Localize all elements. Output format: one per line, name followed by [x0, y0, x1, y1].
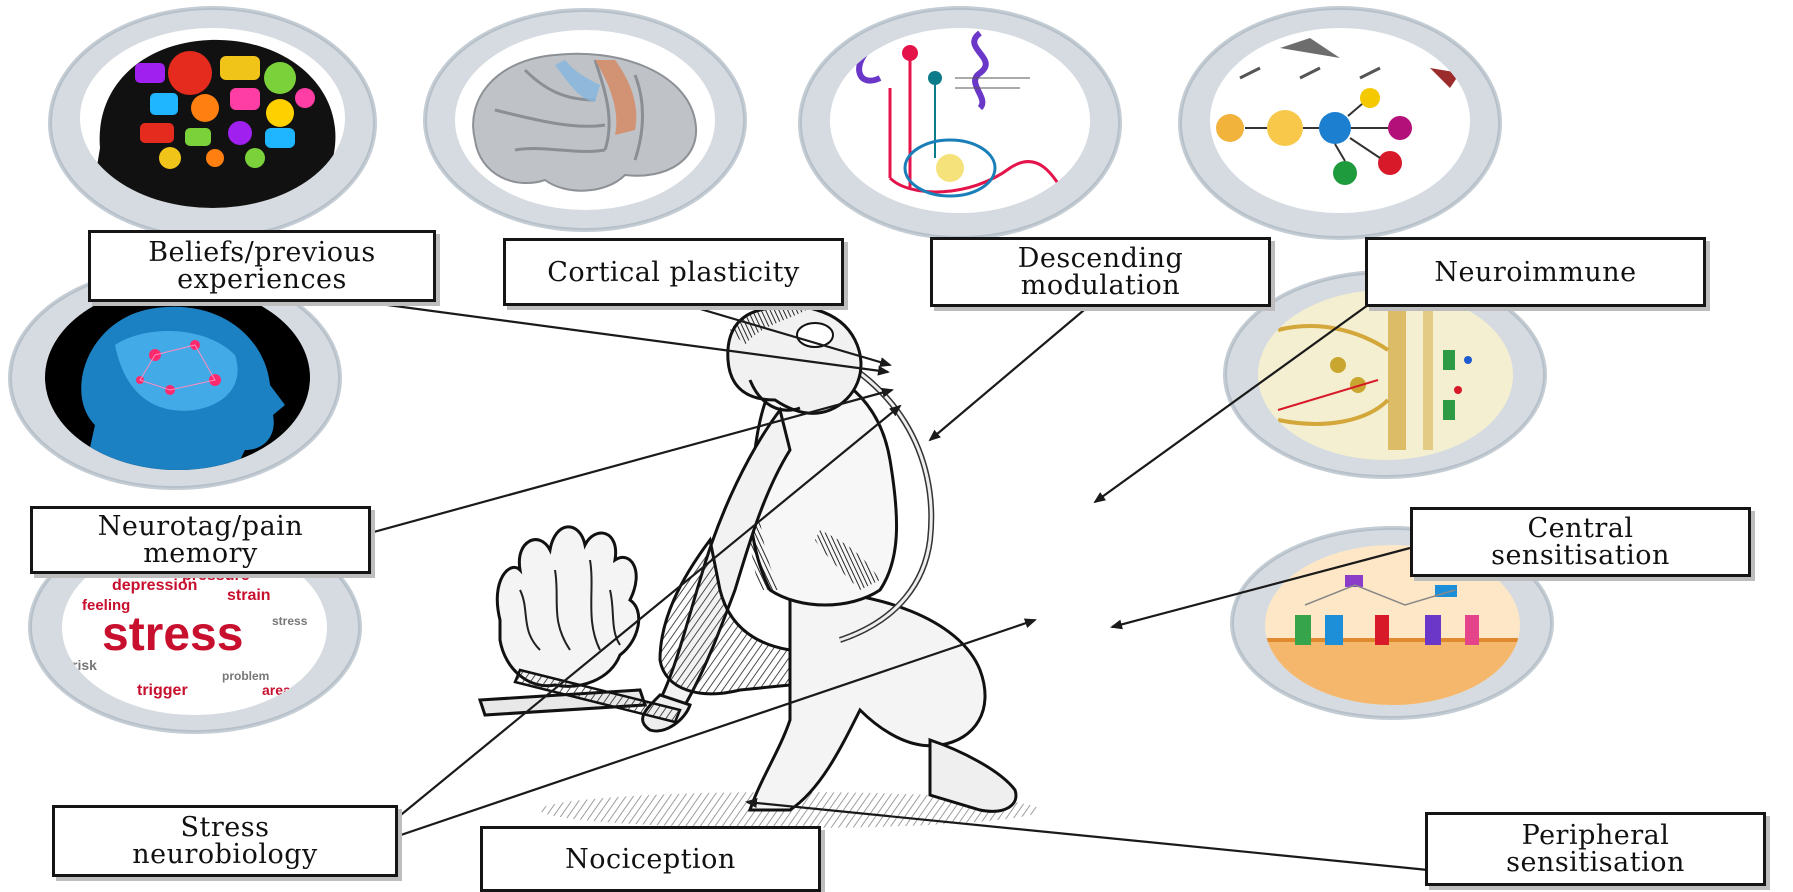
label-cortical-plasticity: Cortical plasticity [503, 238, 844, 306]
word-stress-big: stress [102, 608, 243, 661]
label-descending-text: Descending modulation [1018, 245, 1184, 299]
label-nociception-text: Nociception [565, 846, 736, 873]
label-descending-modulation: Descending modulation [930, 237, 1271, 307]
label-neurotag-text: Neurotag/pain memory [98, 513, 303, 567]
label-central-text: Central sensitisation [1491, 515, 1670, 569]
label-neurotag-pain-memory: Neurotag/pain memory [30, 506, 371, 574]
label-neuroimmune: Neuroimmune [1365, 237, 1706, 307]
label-peripheral-text: Peripheral sensitisation [1506, 822, 1685, 876]
word-trigger: trigger [137, 682, 188, 699]
label-neuroimmune-text: Neuroimmune [1434, 259, 1636, 286]
label-cortical-text: Cortical plasticity [547, 259, 799, 286]
descending-pathway-image [830, 28, 1090, 213]
word-strain: strain [227, 587, 271, 604]
word-stress-small: stress [272, 614, 308, 628]
brain-image [455, 30, 715, 210]
label-stress-neurobiology: Stress neurobiology [52, 805, 398, 877]
beliefs-head-image [80, 28, 345, 208]
immune-cells-image [1210, 28, 1470, 213]
label-beliefs-previous-experiences: Beliefs/previous experiences [88, 230, 436, 302]
synapse-image [1258, 290, 1513, 460]
word-problem: problem [222, 669, 269, 683]
glowing-head-image [45, 285, 310, 470]
label-nociception: Nociception [480, 826, 821, 892]
kneeling-figure-illustration [460, 290, 1060, 850]
label-beliefs-text: Beliefs/previous experiences [148, 239, 376, 293]
word-depression: depression [112, 577, 197, 594]
label-stress-text: Stress neurobiology [132, 814, 318, 868]
label-central-sensitisation: Central sensitisation [1410, 507, 1751, 577]
label-peripheral-sensitisation: Peripheral sensitisation [1425, 812, 1766, 886]
